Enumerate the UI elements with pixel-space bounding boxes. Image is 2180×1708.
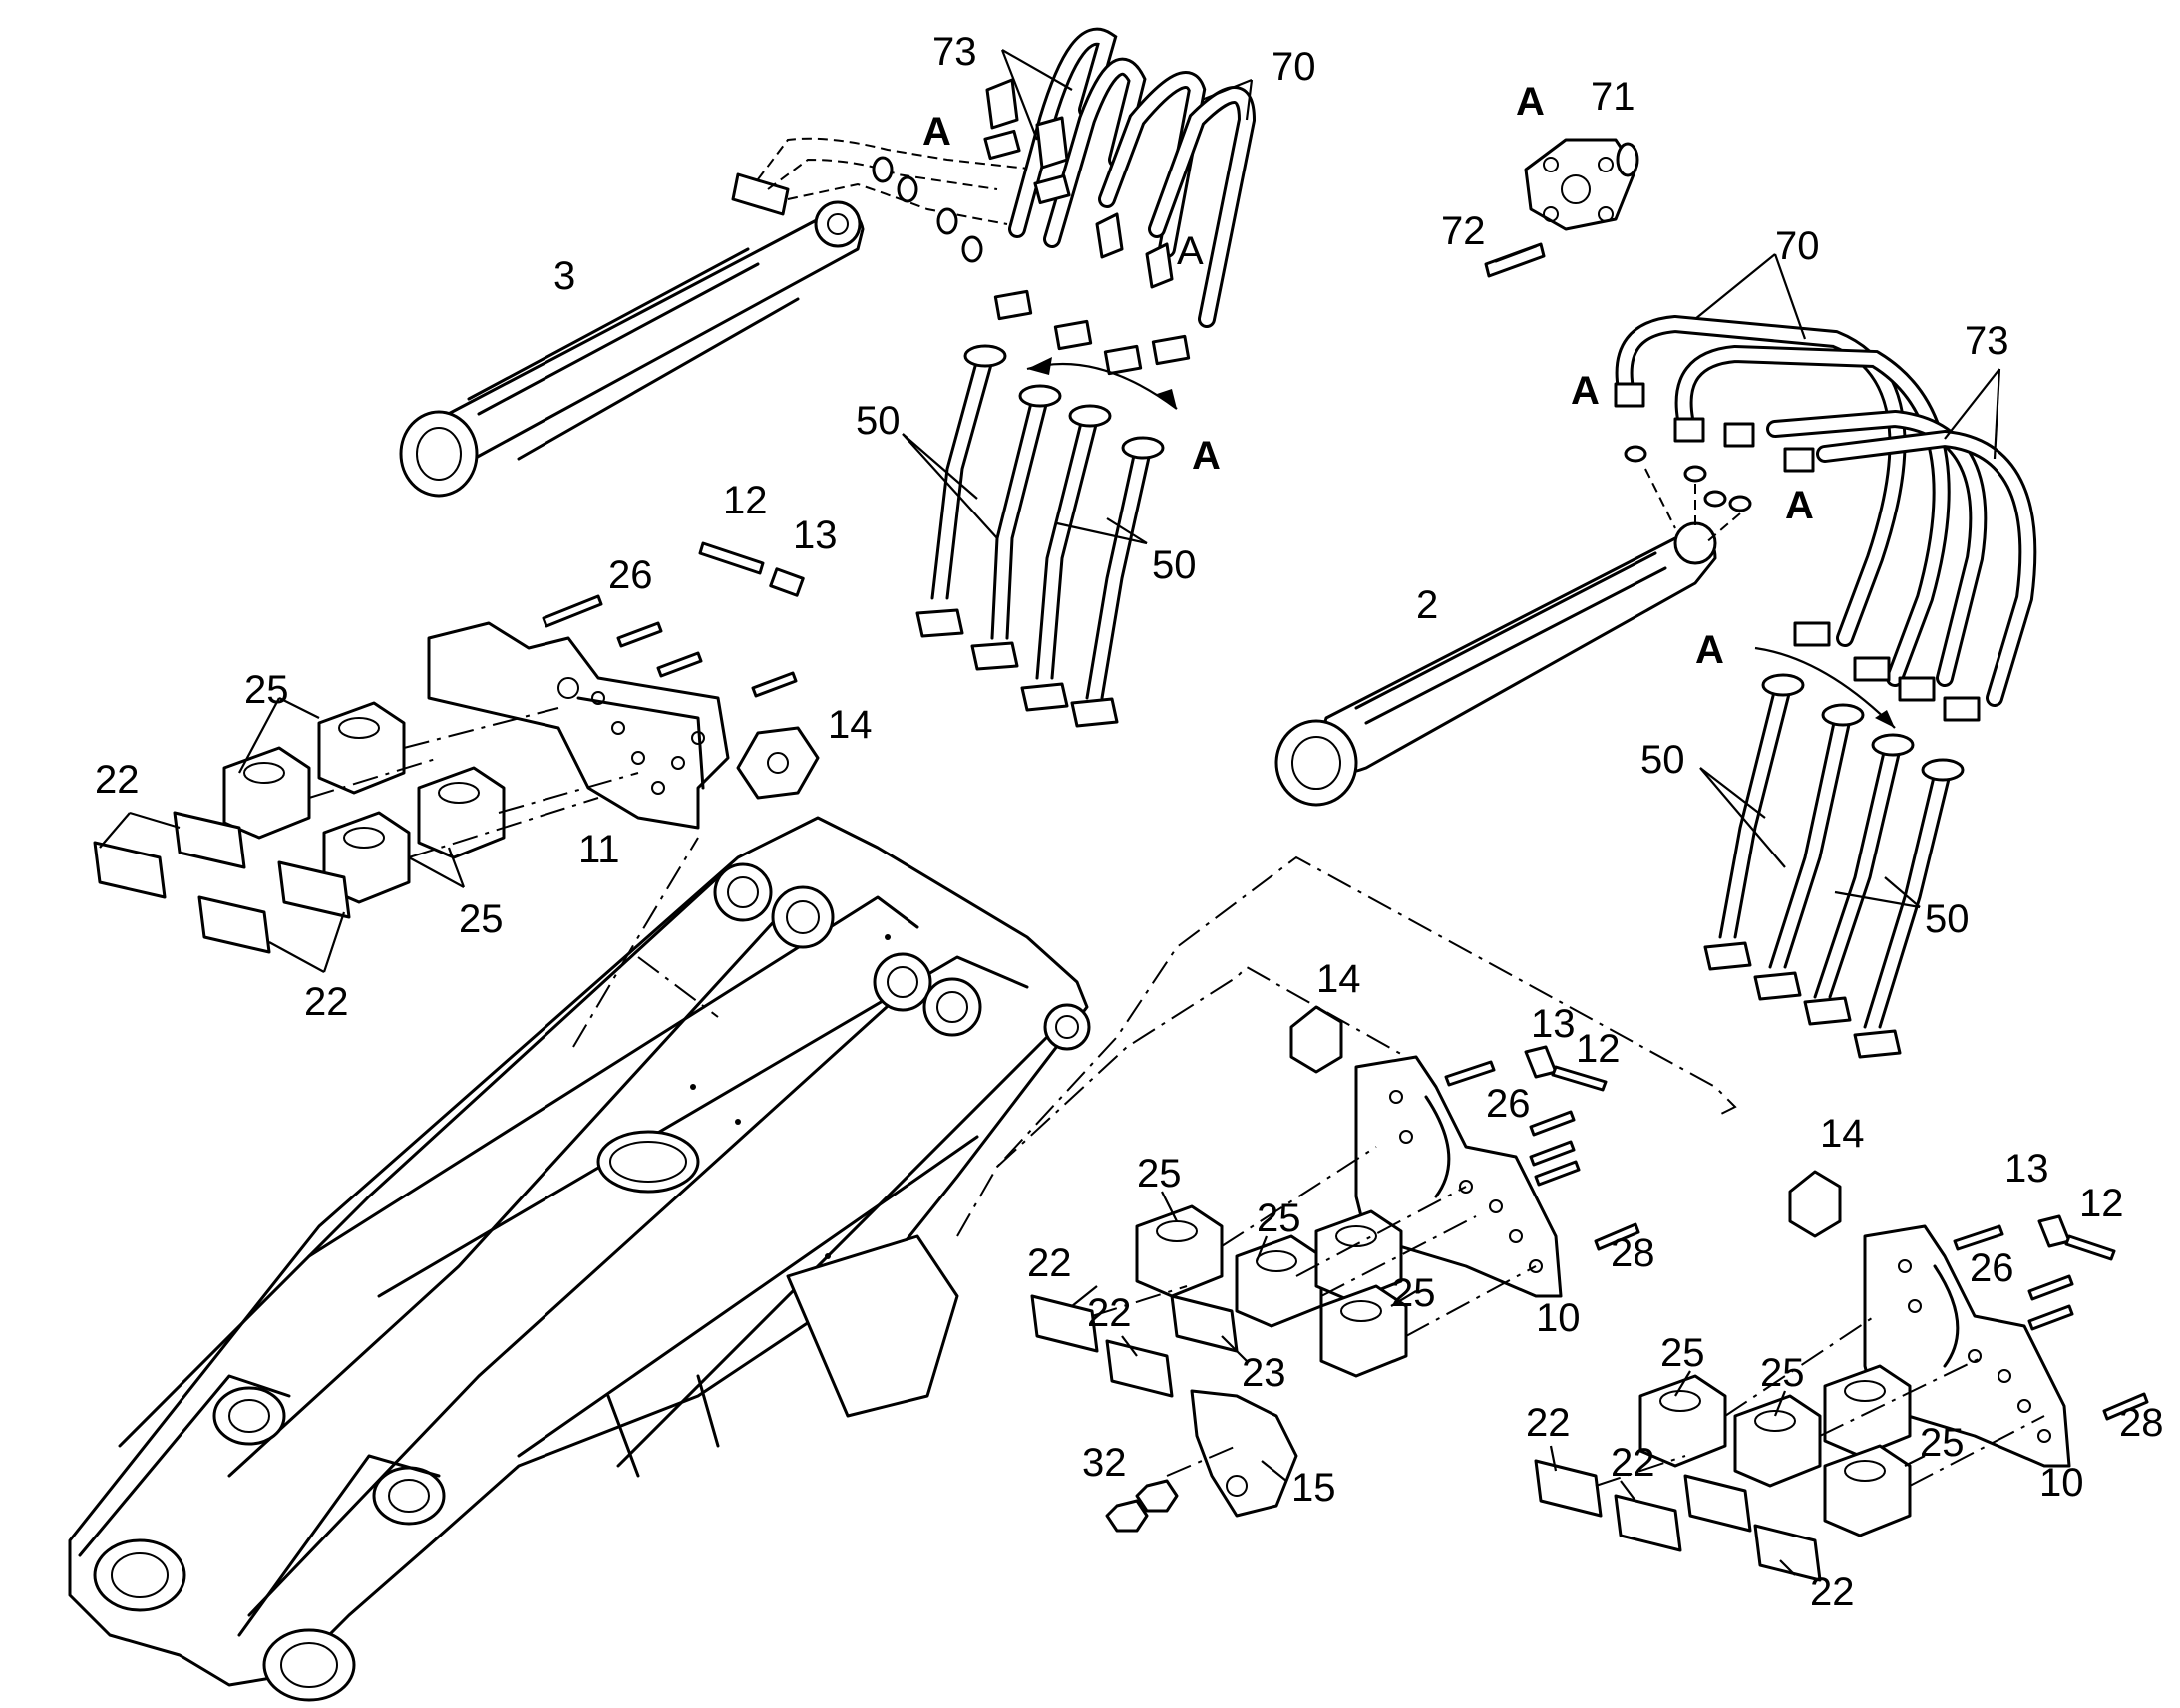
hose-set-right [1614, 314, 2037, 722]
label-p22-upper-2: 22 [304, 980, 349, 1024]
label-p14-mid: 14 [1316, 957, 1361, 1001]
flange-detail-a [1484, 138, 1639, 278]
label-detail-a-upper-1: A [922, 110, 951, 154]
bracket-11-group [93, 541, 820, 954]
label-p25-upper-2: 25 [459, 897, 504, 941]
callout-labels: 3 73 70 A A A 50 50 A 71 72 70 73 A A 2 … [95, 30, 2164, 1614]
label-detail-a-upper-2: A [1177, 229, 1204, 273]
label-p25-mid-1: 25 [1137, 1152, 1182, 1196]
label-p12-upper: 12 [723, 479, 768, 522]
label-p25-right-3: 25 [1920, 1421, 1965, 1465]
tube-set-right [1703, 646, 1965, 1059]
bracket-10-right-group [1534, 1170, 2149, 1582]
boom-arm [68, 816, 1091, 1702]
label-detail-a-right-2: A [1785, 484, 1814, 527]
label-p11: 11 [578, 828, 620, 871]
label-p10-mid: 10 [1536, 1296, 1581, 1340]
label-p14-right: 14 [1820, 1112, 1865, 1156]
label-p10-right: 10 [2039, 1461, 2084, 1505]
label-p22-mid-1: 22 [1027, 1241, 1072, 1285]
label-p73-right: 73 [1965, 319, 2009, 363]
label-p22-right-1: 22 [1526, 1401, 1571, 1445]
label-p70-upper: 70 [1272, 45, 1316, 89]
label-p26-mid: 26 [1486, 1082, 1531, 1126]
label-detail-a-right-3: A [1695, 628, 1724, 672]
label-p22-right-3: 22 [1810, 1570, 1855, 1614]
label-p28-mid: 28 [1611, 1231, 1655, 1275]
label-p22-upper-1: 22 [95, 758, 140, 802]
label-p50-right-left: 50 [1640, 738, 1685, 782]
label-p23: 23 [1242, 1351, 1286, 1395]
hose-set-upper [872, 27, 1257, 376]
label-p22-mid-2: 22 [1087, 1291, 1132, 1335]
label-p50-upper-right: 50 [1152, 543, 1197, 587]
leader-lines [99, 49, 2001, 1576]
hydraulic-cylinder-2 [1274, 521, 1717, 807]
label-p13-upper: 13 [793, 513, 838, 557]
label-p50-right-right: 50 [1925, 897, 1970, 941]
label-p13-mid: 13 [1531, 1002, 1576, 1046]
label-p28-right: 28 [2119, 1401, 2164, 1445]
label-p13-right: 13 [2004, 1147, 2049, 1191]
label-p25-right-1: 25 [1660, 1331, 1705, 1375]
label-p70-right: 70 [1775, 224, 1820, 268]
label-p12-right: 12 [2079, 1182, 2124, 1225]
label-p25-upper-1: 25 [244, 668, 289, 712]
label-p26-right: 26 [1970, 1246, 2014, 1290]
label-detail-a-flange: A [1516, 80, 1545, 124]
label-p26-upper: 26 [608, 553, 653, 597]
label-p25-right-2: 25 [1760, 1351, 1805, 1395]
label-p73-upper: 73 [932, 30, 977, 74]
label-p72: 72 [1441, 209, 1486, 253]
label-p14-upper: 14 [828, 703, 873, 747]
label-p3: 3 [553, 254, 575, 298]
label-p32: 32 [1082, 1441, 1127, 1485]
hydraulic-cylinder-3 [399, 137, 1038, 498]
label-detail-a-right-1: A [1571, 369, 1600, 413]
label-p15: 15 [1291, 1466, 1336, 1510]
label-p2: 2 [1416, 583, 1438, 627]
label-p50-upper-left: 50 [856, 399, 901, 443]
label-p12-mid: 12 [1576, 1027, 1621, 1071]
label-p25-mid-3: 25 [1391, 1271, 1436, 1315]
label-p22-right-2: 22 [1611, 1441, 1655, 1485]
label-p25-mid-2: 25 [1257, 1196, 1301, 1240]
label-detail-a-upper-3: A [1192, 434, 1221, 478]
tube-set-upper [915, 344, 1178, 728]
label-p71: 71 [1591, 75, 1635, 119]
